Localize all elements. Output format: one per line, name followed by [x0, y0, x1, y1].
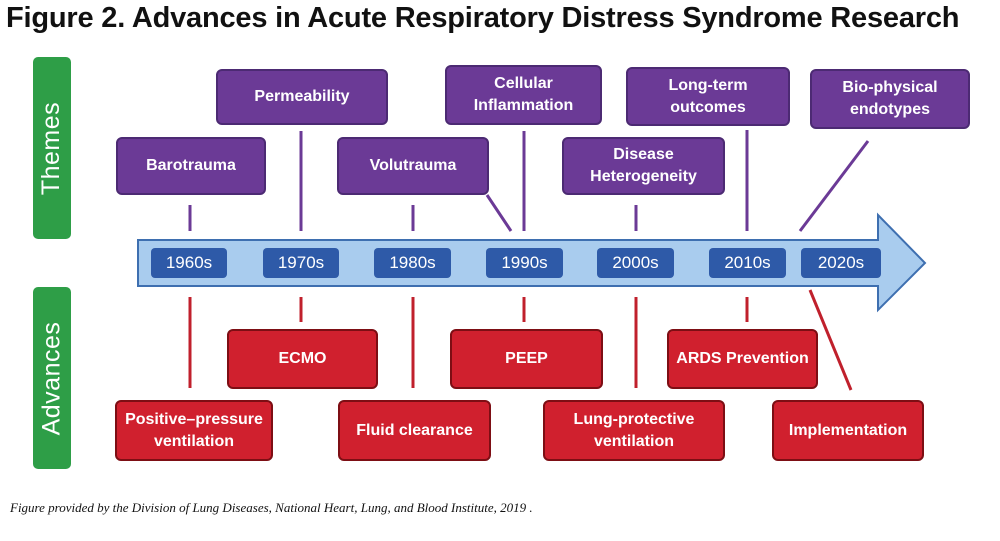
advance-implementation: Implementation	[772, 400, 924, 461]
theme-cellular-inflammation: Cellular Inflammation	[445, 65, 602, 125]
theme-cellular-inflammation-label: Cellular Inflammation	[473, 75, 574, 114]
advance-lung-protective-ventilation-label: Lung-protective ventilation	[573, 410, 695, 450]
theme-long-term-outcomes-label: Long-term outcomes	[668, 76, 748, 116]
theme-volutrauma: Volutrauma	[337, 137, 489, 195]
theme-bio-physical-endotypes: Bio-physical endotypes	[810, 69, 970, 129]
advance-fluid-clearance: Fluid clearance	[338, 400, 491, 461]
advance-ecmo: ECMO	[227, 329, 378, 389]
connector-volutrauma-diagonal	[485, 194, 513, 232]
theme-bio-physical-endotypes-label: Bio-physical endotypes	[842, 79, 938, 118]
theme-long-term-outcomes: Long-term outcomes	[626, 67, 790, 126]
themes-side-label: Themes	[33, 57, 71, 239]
figure-caption: Figure provided by the Division of Lung …	[10, 500, 533, 515]
advance-implementation-label: Implementation	[788, 421, 908, 439]
decade-1960s: 1960s	[151, 248, 227, 278]
advance-fluid-clearance-label: Fluid clearance	[356, 421, 473, 439]
advances-side-label: Advances	[33, 287, 71, 469]
decade-2010s: 2010s	[709, 248, 786, 278]
connector-implementation	[808, 289, 853, 391]
decade-2000s: 2000s	[597, 248, 674, 278]
advance-ecmo-label: ECMO	[278, 350, 327, 367]
connector-bio-physical-endotypes	[798, 140, 870, 232]
advance-positive-pressure-ventilation-label: Positive–pressure ventilation	[125, 410, 263, 450]
theme-barotrauma: Barotrauma	[116, 137, 266, 195]
theme-barotrauma-label: Barotrauma	[146, 157, 236, 174]
advance-lung-protective-ventilation: Lung-protective ventilation	[543, 400, 725, 461]
decade-1980s: 1980s	[374, 248, 451, 278]
advance-ards-prevention: ARDS Prevention	[667, 329, 818, 389]
decade-1970s: 1970s	[263, 248, 339, 278]
theme-permeability: Permeability	[216, 69, 388, 125]
decade-1990s: 1990s	[486, 248, 563, 278]
advance-peep-label: PEEP	[505, 350, 548, 367]
decade-2020s: 2020s	[801, 248, 881, 278]
theme-volutrauma-label: Volutrauma	[369, 157, 457, 174]
theme-disease-heterogeneity: Disease Heterogeneity	[562, 137, 725, 195]
advance-ards-prevention-label: ARDS Prevention	[676, 350, 809, 367]
advance-peep: PEEP	[450, 329, 603, 389]
theme-permeability-label: Permeability	[254, 88, 350, 105]
theme-disease-heterogeneity-label: Disease Heterogeneity	[590, 146, 697, 185]
advance-positive-pressure-ventilation: Positive–pressure ventilation	[115, 400, 273, 461]
figure-title: Figure 2. Advances in Acute Respiratory …	[6, 2, 960, 34]
